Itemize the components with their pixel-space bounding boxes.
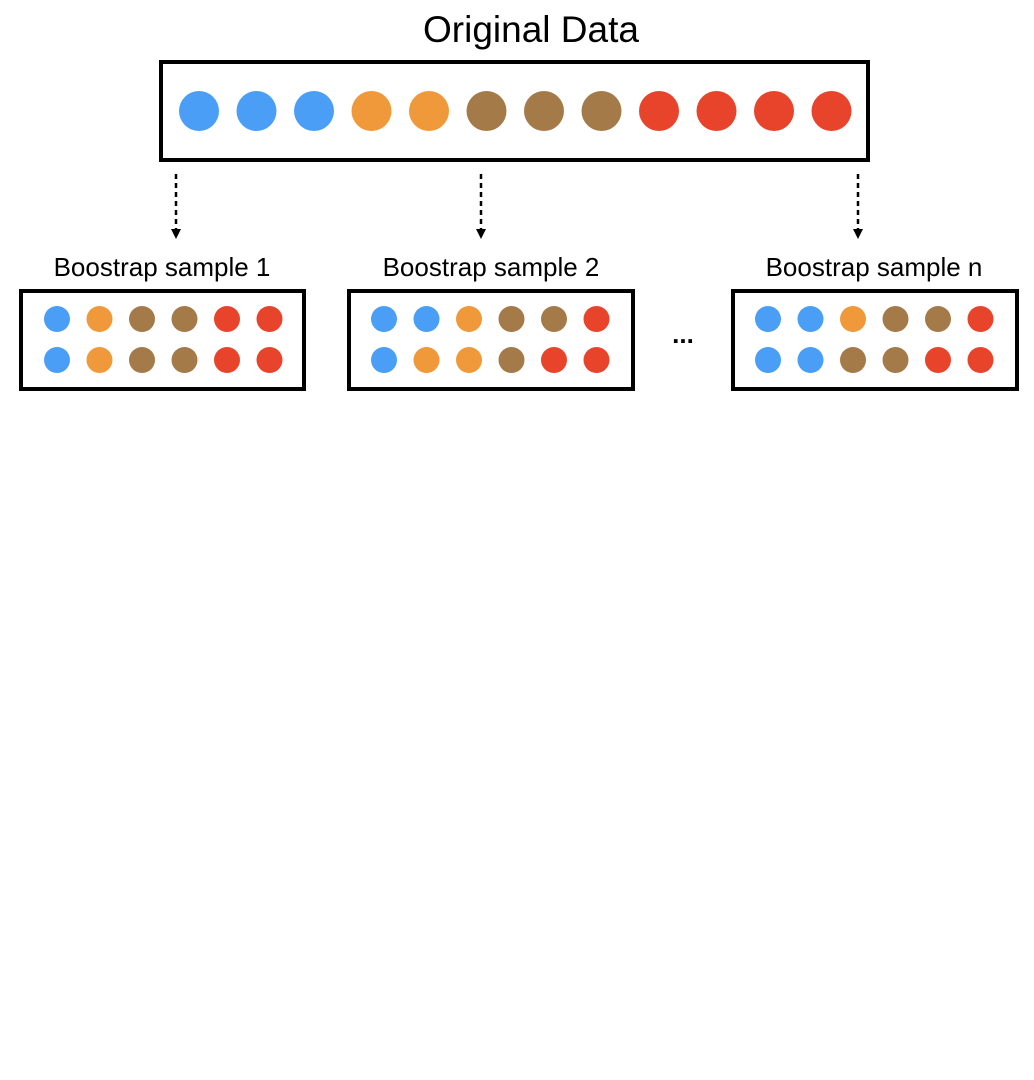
- orange-sample-point: [86, 306, 113, 332]
- brown-sample-point: [541, 306, 567, 332]
- orange-sample-point: [456, 306, 482, 332]
- red-sample-point: [256, 347, 283, 373]
- sample-n-dots: [755, 306, 994, 373]
- red-data-point: [754, 91, 794, 131]
- brown-sample-point: [882, 306, 909, 332]
- red-sample-point: [541, 347, 567, 373]
- red-sample-point: [967, 347, 994, 373]
- brown-sample-point: [498, 347, 525, 373]
- brown-sample-point: [882, 347, 909, 373]
- blue-sample-point: [755, 347, 781, 373]
- blue-sample-point: [371, 306, 397, 332]
- brown-sample-point: [498, 306, 525, 332]
- red-sample-point: [214, 306, 240, 332]
- orange-data-point: [409, 91, 449, 131]
- blue-sample-point: [44, 347, 70, 373]
- orange-data-point: [351, 91, 392, 131]
- sample-2-label: Boostrap sample 2: [383, 252, 600, 282]
- blue-sample-point: [371, 347, 397, 373]
- original-data-box: [159, 60, 870, 162]
- red-data-point: [696, 91, 737, 131]
- sample-2-box: [347, 289, 635, 391]
- sample-1-box: [19, 289, 306, 391]
- diagram-title: Original Data: [423, 9, 639, 50]
- brown-data-point: [581, 91, 622, 131]
- sample-1-dots: [44, 306, 283, 373]
- red-sample-point: [256, 306, 283, 332]
- red-sample-point: [925, 347, 951, 373]
- brown-sample-point: [925, 306, 951, 332]
- sample-1-label: Boostrap sample 1: [54, 252, 271, 282]
- brown-sample-point: [171, 347, 198, 373]
- brown-sample-point: [171, 306, 198, 332]
- blue-sample-point: [44, 306, 70, 332]
- blue-sample-point: [797, 347, 824, 373]
- brown-data-point: [524, 91, 564, 131]
- red-sample-point: [214, 347, 240, 373]
- orange-sample-point: [86, 347, 113, 373]
- sample-n-label: Boostrap sample n: [766, 252, 983, 282]
- blue-data-point: [179, 91, 219, 131]
- blue-sample-point: [755, 306, 781, 332]
- orange-sample-point: [840, 306, 866, 332]
- original-data-dots: [179, 91, 852, 131]
- red-sample-point: [583, 347, 610, 373]
- sample-2-dots: [371, 306, 610, 373]
- blue-sample-point: [413, 306, 440, 332]
- sample-n-box: [731, 289, 1019, 391]
- red-data-point: [639, 91, 679, 131]
- ellipsis: ...: [672, 319, 694, 349]
- red-data-point: [811, 91, 852, 131]
- brown-sample-point: [129, 347, 155, 373]
- red-sample-point: [583, 306, 610, 332]
- brown-sample-point: [129, 306, 155, 332]
- brown-data-point: [466, 91, 507, 131]
- blue-sample-point: [797, 306, 824, 332]
- red-sample-point: [967, 306, 994, 332]
- orange-sample-point: [456, 347, 482, 373]
- orange-sample-point: [413, 347, 440, 373]
- brown-sample-point: [840, 347, 866, 373]
- blue-data-point: [294, 91, 334, 131]
- blue-data-point: [236, 91, 277, 131]
